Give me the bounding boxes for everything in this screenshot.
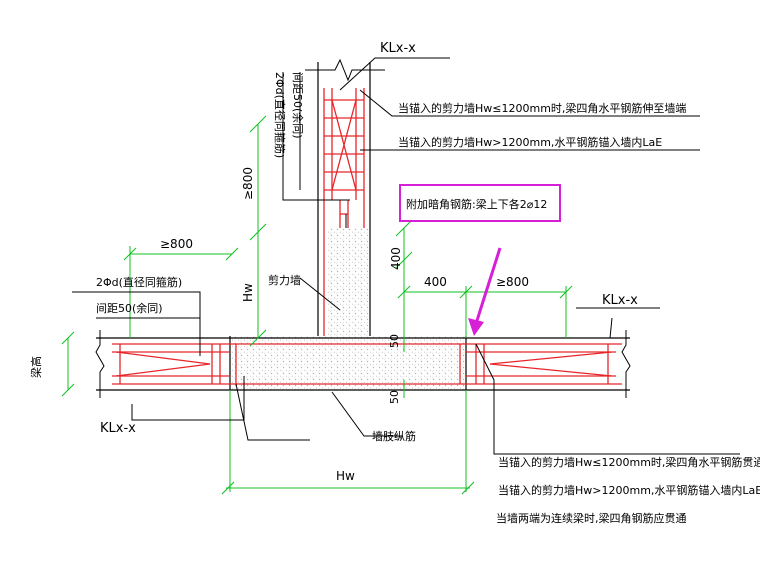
callout-arrow (472, 247, 502, 331)
beam-label-right: KLx-x (602, 293, 638, 308)
dim-50-bottom: 50 (388, 390, 401, 404)
member-outlines (95, 58, 631, 398)
leader-lines (72, 57, 740, 455)
shear-wall-label: 剪力墙 (268, 273, 301, 287)
top-stirrup-label-1: 2Φd(直径同箍筋) (273, 72, 287, 158)
beam-height-label: 梁高 (29, 356, 43, 378)
dim-ge800-right: ≥800 (496, 275, 529, 289)
callout-text: 附加暗角钢筋:梁上下各2⌀12 (406, 197, 547, 211)
note-top-1: 当锚入的剪力墙Hw≤1200mm时,梁四角水平钢筋伸至墙端 (398, 101, 686, 115)
dim-50-top: 50 (388, 334, 401, 348)
beam-label-top: KLx-x (380, 41, 416, 56)
note-bottom-1: 当锚入的剪力墙Hw≤1200mm时,梁四角水平钢筋贯通 (498, 455, 760, 469)
callout-box (399, 184, 561, 222)
dim-hw-bottom: Hw (336, 469, 355, 483)
shear-wall-concrete (230, 228, 466, 390)
dim-400-vertical: 400 (389, 247, 403, 270)
top-stirrup-label-2: 间距50(余同) (291, 72, 305, 139)
callout-arrowhead (468, 318, 484, 336)
wall-rebar-label: 墙肢纵筋 (372, 429, 416, 443)
beam-label-left: KLx-x (100, 421, 136, 436)
dim-400-horizontal: 400 (424, 275, 447, 289)
note-top-2: 当锚入的剪力墙Hw>1200mm,水平钢筋锚入墙内LaE (398, 135, 662, 149)
dim-ge800-left: ≥800 (160, 237, 193, 251)
dim-ge800-vertical: ≥800 (241, 167, 255, 200)
left-stirrup-label-2: 间距50(余同) (96, 301, 163, 315)
note-bottom-2: 当锚入的剪力墙Hw>1200mm,水平钢筋锚入墙内LaE (498, 483, 760, 497)
rebar (112, 88, 622, 385)
note-bottom-3: 当墙两端为连续梁时,梁四角钢筋应贯通 (496, 511, 687, 525)
dimension-lines (61, 115, 573, 495)
left-stirrup-label-1: 2Φd(直径同箍筋) (96, 275, 182, 289)
dim-hw-vertical: Hw (241, 283, 255, 302)
